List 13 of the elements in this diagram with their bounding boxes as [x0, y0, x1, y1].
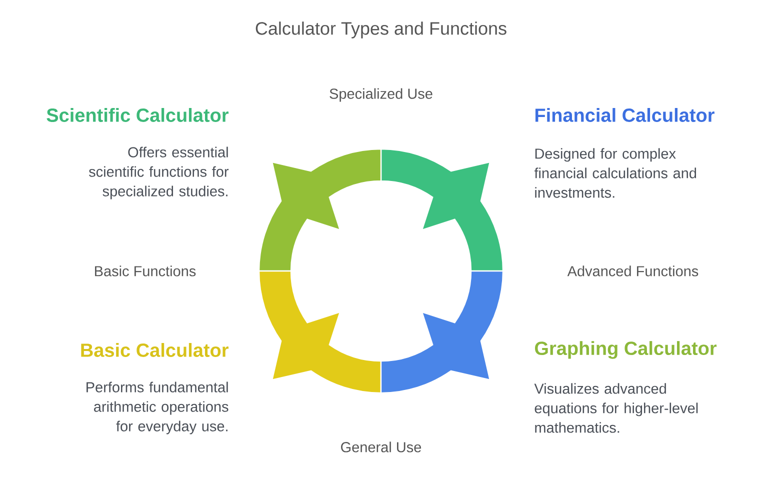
section-label: General Use: [341, 442, 422, 452]
calculator-heading: Scientific Calculator: [46, 108, 228, 122]
description-text: Visualizes advanced equations for higher-level mathematics.: [534, 383, 698, 433]
section-label: Advanced Functions: [567, 266, 698, 276]
calculator-heading: Graphing Calculator: [534, 341, 717, 359]
section-label: Specialized Use: [330, 88, 432, 102]
section-label: Basic Functions: [95, 266, 196, 276]
description-text: Designed for complex financial calculations and investments.: [534, 148, 696, 198]
calculator-heading: Basic Calculator: [81, 343, 228, 357]
title: Calculator Types and Functions: [256, 22, 506, 38]
description-text: Offers essential scientific functions for specialized studies.: [89, 146, 229, 200]
description-text: Performs fundamental arithmetic operations for everyday use.: [86, 382, 228, 434]
calculator-heading: Financial Calculator: [535, 108, 714, 122]
